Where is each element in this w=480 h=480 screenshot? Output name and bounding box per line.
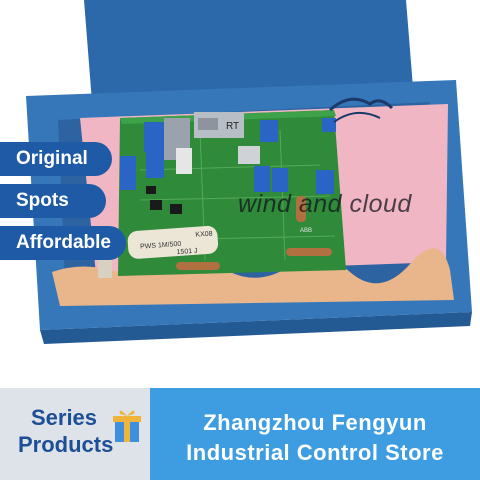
blue-capacitor — [316, 170, 334, 194]
blue-capacitor — [144, 122, 164, 152]
blue-capacitor — [322, 118, 336, 132]
box-lid — [84, 0, 414, 102]
blue-capacitor — [120, 156, 136, 190]
svg-text:ABB: ABB — [300, 228, 312, 234]
badge-original-label: Original — [16, 148, 88, 169]
store-name-line1: Zhangzhou Fengyun — [203, 410, 427, 435]
badge-affordable-label: Affordable — [16, 232, 111, 253]
svg-text:PWS 1M/500: PWS 1M/500 — [140, 241, 182, 251]
svg-text:RT: RT — [226, 121, 239, 132]
blue-capacitor — [254, 166, 270, 192]
power-resistor — [127, 225, 219, 259]
blue-capacitor — [272, 168, 288, 192]
badge-affordable: Affordable — [0, 226, 126, 260]
orange-foam — [52, 248, 454, 306]
badge-spots: Spots — [0, 184, 106, 218]
blue-capacitor — [146, 152, 164, 178]
badge-original: Original — [0, 142, 112, 176]
badge-spots-label: Spots — [16, 190, 69, 211]
watermark: wind and cloud — [238, 190, 412, 218]
svg-text:1501 J: 1501 J — [176, 248, 197, 256]
series-text: Series Products — [18, 404, 114, 458]
series-panel: Series Products — [0, 388, 150, 480]
svg-text:KX08: KX08 — [195, 231, 213, 239]
series-line1: Series — [30, 405, 98, 430]
gift-box-icon — [113, 410, 141, 442]
product-photo: RT PWS 1M/500 1501 J KX08 ABB — [26, 0, 472, 344]
blue-capacitor — [260, 120, 278, 142]
series-line2: Products — [18, 432, 114, 457]
bottom-banner: Series Products Zhangzhou Fengyun Indust… — [0, 388, 480, 480]
store-panel: Zhangzhou Fengyun Industrial Control Sto… — [150, 388, 480, 480]
store-name-line2: Industrial Control Store — [186, 440, 444, 465]
